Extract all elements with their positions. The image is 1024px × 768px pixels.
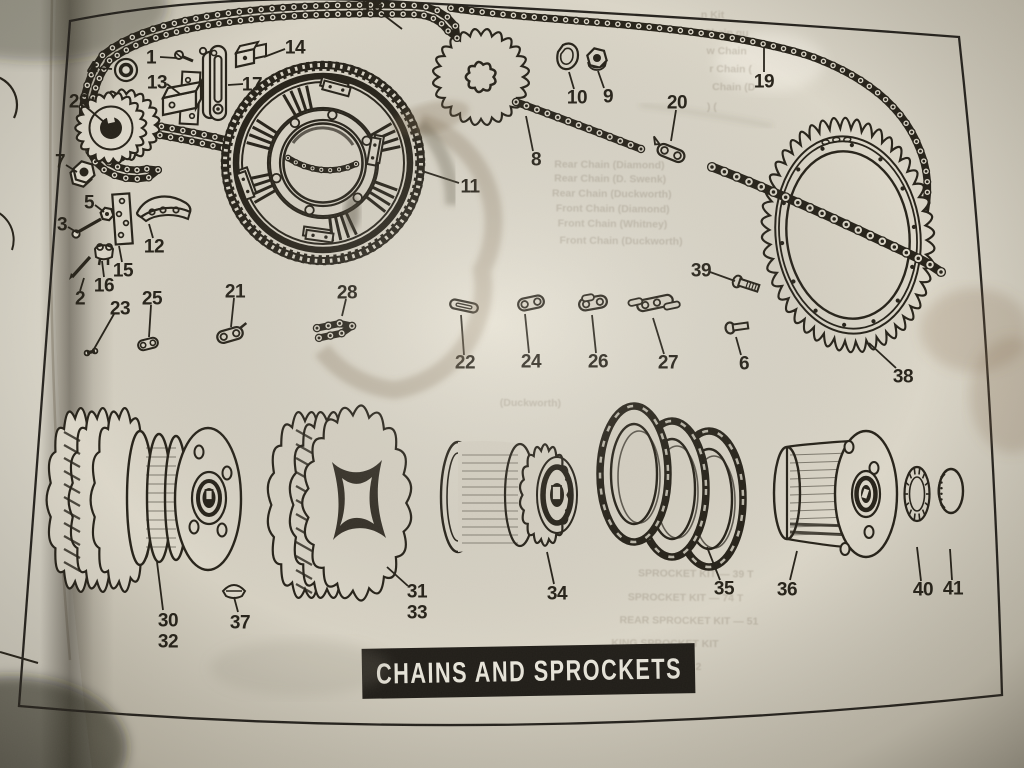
parts-catalog-page: n KitChain guw Chainr Chain (Chain (D) (… bbox=[0, 0, 1024, 768]
book-photo: n KitChain guw Chainr Chain (Chain (D) (… bbox=[0, 0, 1024, 768]
photo-grain bbox=[0, 0, 1024, 768]
